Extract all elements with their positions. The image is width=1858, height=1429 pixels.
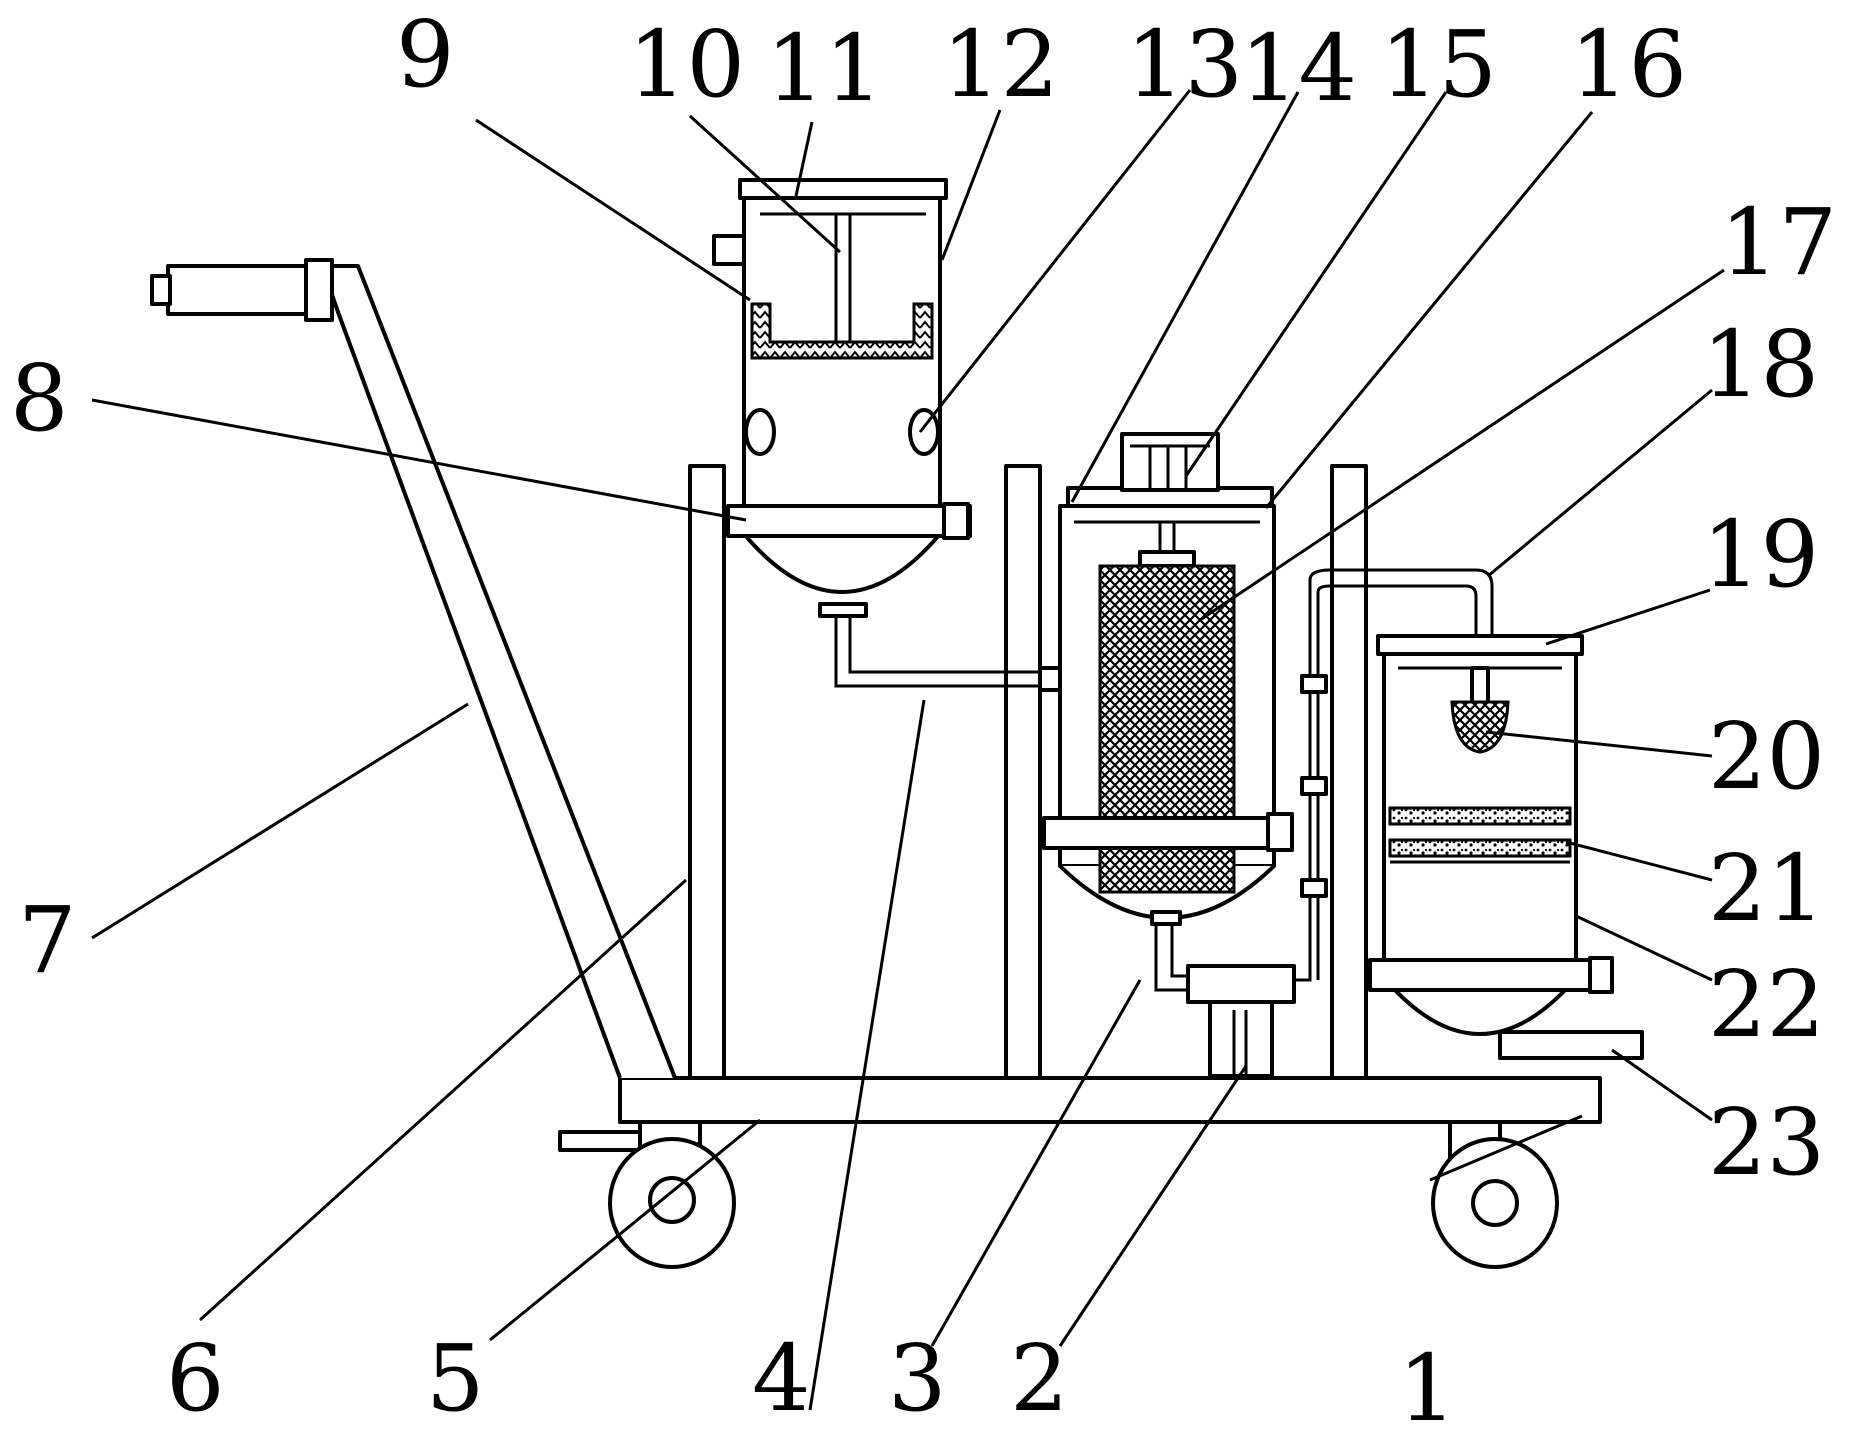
label-19: 19 [1702, 501, 1819, 608]
label-16: 16 [1570, 11, 1687, 118]
cart-platform [618, 1076, 1602, 1124]
label-18: 18 [1702, 311, 1819, 418]
label-6: 6 [166, 1325, 225, 1429]
pump [1186, 964, 1296, 1078]
callout-labels: 1 2 3 4 5 6 7 8 9 10 11 12 13 14 15 16 1… [10, 1, 1837, 1429]
label-21: 21 [1708, 835, 1825, 942]
label-13: 13 [1126, 11, 1243, 118]
label-20: 20 [1708, 703, 1825, 810]
label-8: 8 [10, 345, 69, 452]
label-7: 7 [18, 887, 77, 994]
pipe-clamp [1300, 674, 1328, 694]
outlet-pipe [1154, 924, 1190, 992]
second-tank [1042, 432, 1294, 926]
leader-lines [91, 89, 1725, 1411]
label-22: 22 [1708, 951, 1825, 1058]
push-handle [150, 258, 677, 1079]
label-12: 12 [942, 11, 1059, 118]
pipe-clamp [1300, 878, 1328, 898]
label-5: 5 [426, 1325, 485, 1429]
label-15: 15 [1380, 11, 1497, 118]
support-posts [688, 464, 1368, 1080]
label-4: 4 [752, 1325, 811, 1429]
connecting-pipe [834, 616, 1050, 688]
rear-wheel [1431, 1120, 1559, 1269]
third-tank [1368, 634, 1644, 1060]
riser-pipe [1294, 568, 1494, 982]
label-14: 14 [1240, 15, 1357, 122]
pipe-clamp [1300, 776, 1328, 796]
label-10: 10 [628, 11, 745, 118]
label-23: 23 [1708, 1089, 1825, 1196]
label-1: 1 [1398, 1335, 1457, 1429]
label-3: 3 [888, 1325, 947, 1429]
first-tank [712, 178, 972, 618]
label-9: 9 [396, 1, 455, 108]
front-wheel [558, 1120, 736, 1269]
label-17: 17 [1720, 189, 1837, 296]
label-2: 2 [1010, 1325, 1069, 1429]
label-11: 11 [766, 15, 883, 122]
